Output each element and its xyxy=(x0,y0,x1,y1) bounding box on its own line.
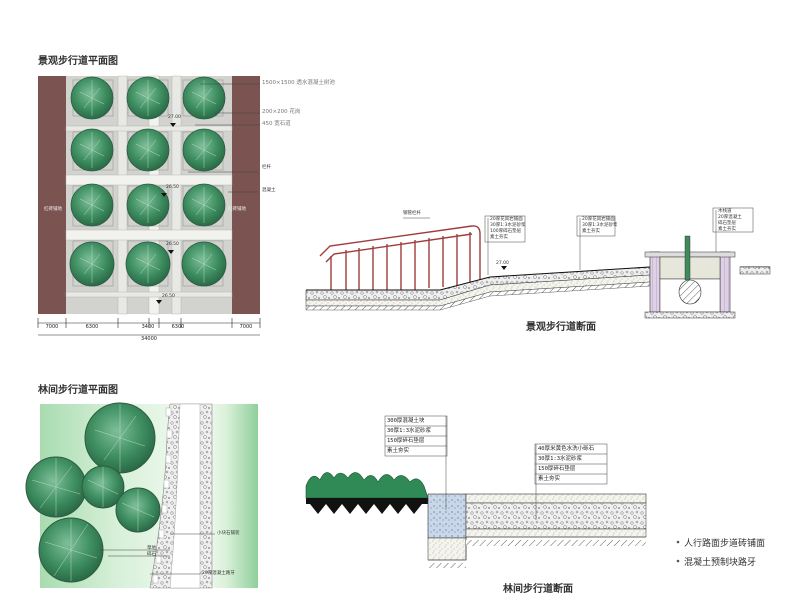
section-bottom xyxy=(305,415,647,568)
spec-mid-3: 素土夯实 xyxy=(582,229,600,234)
section-bottom-spec-left-1: 300厚混凝土块 xyxy=(387,418,425,424)
section-bottom-spec-right-2: 30厚1:3水泥砂浆 xyxy=(538,456,583,462)
railing xyxy=(319,225,481,292)
section-top xyxy=(305,207,771,319)
spec-right-1: 木栈道 xyxy=(718,209,732,214)
section-bottom-spec-right-4: 素土夯实 xyxy=(538,476,561,482)
legend-item-curb: 混凝土预制块路牙 xyxy=(684,558,757,568)
label-gravel: 碎石 xyxy=(147,552,156,557)
section-bottom-spec-right-1: 40厚米黄色水洗小砾石 xyxy=(538,446,595,452)
elevation-1: 27.00 xyxy=(168,115,181,120)
dim-3: 3400 xyxy=(141,324,155,330)
elevation-3: 26.50 xyxy=(166,242,179,247)
section-bottom-spec-left-2: 30厚1:3水泥砂浆 xyxy=(387,428,432,434)
spec-granite: 200×200 花岗 xyxy=(262,109,301,115)
section-bottom-spec-right-3: 150厚碎石垫层 xyxy=(538,466,576,472)
label-stone-paving: 小块石铺装 xyxy=(217,531,240,536)
spec-right-3: 碎石垫层 xyxy=(718,221,736,226)
spec-left-3: 100厚碎石垫层 xyxy=(490,229,522,234)
callout-railing: 栏杆 xyxy=(262,165,271,170)
section-elevation: 27.00 xyxy=(496,261,509,266)
dim-4: 6300 xyxy=(171,324,185,330)
dim-5: 7000 xyxy=(239,324,253,330)
spec-mid-2: 30厚1:3水泥砂浆 xyxy=(582,223,618,228)
plan-top xyxy=(37,75,261,336)
spec-right-4: 素土夯实 xyxy=(718,227,736,232)
label-grass: 草地 xyxy=(147,546,156,551)
dim-total: 34000 xyxy=(141,336,157,342)
spec-tree-pit: 1500×1500 透水混凝土树池 xyxy=(262,80,335,86)
dim-1: 7000 xyxy=(45,324,59,330)
concrete-curb xyxy=(427,493,467,539)
callout-concrete: 混凝土 xyxy=(262,188,276,193)
label-railing: 钢管栏杆 xyxy=(403,211,421,216)
title-section-top: 景观步行道断面 xyxy=(526,322,596,333)
legend-item-paving: 人行路面步道砖铺面 xyxy=(684,539,766,549)
section-bottom-spec-left-4: 素土夯实 xyxy=(387,448,410,454)
spec-left-2: 30厚1:3水泥砂浆 xyxy=(490,223,526,228)
shrub-row xyxy=(305,472,429,499)
spec-stone-path: 450 宽石道 xyxy=(262,121,291,127)
plan-bottom xyxy=(25,402,258,589)
spec-mid-1: 20厚花岗岩铺面 xyxy=(582,217,615,222)
title-plan-bottom: 林间步行道平面图 xyxy=(38,385,118,396)
callout-brick-right: 红砖铺地 xyxy=(228,207,246,212)
spec-right-2: 20厚混凝土 xyxy=(718,215,742,220)
spec-left-4: 素土夯实 xyxy=(490,235,508,240)
section-bottom-spec-left-3: 150厚碎石垫层 xyxy=(387,438,425,444)
title-section-bottom: 林间步行道断面 xyxy=(503,584,573,595)
dim-2: 6300 xyxy=(85,324,99,330)
title-plan-top: 景观步行道平面图 xyxy=(38,56,118,67)
spec-left-1: 20厚花岗岩铺面 xyxy=(490,217,523,222)
elevation-2: 26.50 xyxy=(166,185,179,190)
tree-pit xyxy=(644,235,736,319)
callout-brick-left: 红砖铺地 xyxy=(44,207,62,212)
legend-markers xyxy=(676,540,680,563)
label-curb: 20厚混凝土路牙 xyxy=(202,571,235,576)
elevation-4: 26.50 xyxy=(162,294,175,299)
